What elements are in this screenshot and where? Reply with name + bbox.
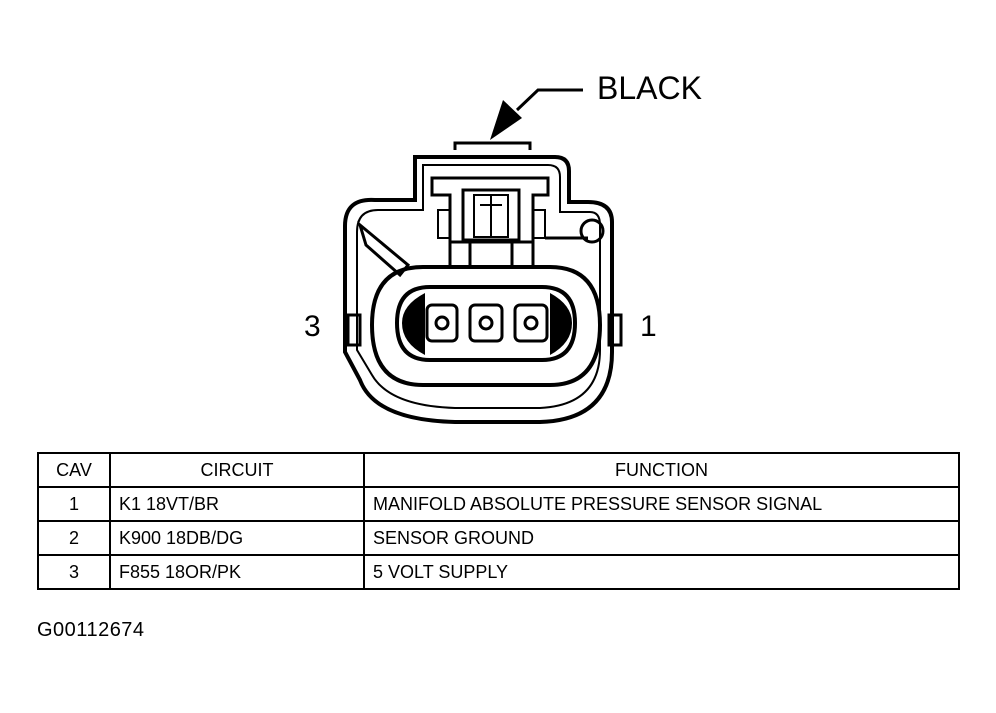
cell-circuit: F855 18OR/PK: [109, 554, 365, 590]
cavity-label-right: 1: [640, 310, 657, 343]
cell-circuit: K1 18VT/BR: [109, 486, 365, 522]
connector-color-label: BLACK: [597, 70, 702, 106]
table-row: 2 K900 18DB/DG SENSOR GROUND: [37, 520, 960, 556]
cell-function: 5 VOLT SUPPLY: [363, 554, 960, 590]
cell-cav: 3: [37, 554, 111, 590]
connector-body: [343, 141, 623, 424]
table-row: 1 K1 18VT/BR MANIFOLD ABSOLUTE PRESSURE …: [37, 486, 960, 522]
cavity-label-left: 3: [304, 310, 321, 343]
table-header-row: CAV CIRCUIT FUNCTION: [37, 452, 960, 488]
header-function: FUNCTION: [363, 452, 960, 488]
header-circuit: CIRCUIT: [109, 452, 365, 488]
pinout-table: CAV CIRCUIT FUNCTION 1 K1 18VT/BR MANIFO…: [37, 452, 960, 590]
cell-function: SENSOR GROUND: [363, 520, 960, 556]
cell-circuit: K900 18DB/DG: [109, 520, 365, 556]
cell-cav: 1: [37, 486, 111, 522]
cavity-shadow-left: [402, 293, 425, 355]
cell-function: MANIFOLD ABSOLUTE PRESSURE SENSOR SIGNAL: [363, 486, 960, 522]
terminal-pins: [425, 303, 549, 343]
figure-id: G00112674: [37, 619, 145, 641]
arrow-head: [490, 100, 522, 140]
cavity-shadow-right: [550, 293, 572, 355]
connector-diagram: BLACK: [304, 70, 702, 424]
header-cav: CAV: [37, 452, 111, 488]
color-leader-arrow: [515, 88, 583, 112]
cell-cav: 2: [37, 520, 111, 556]
table-row: 3 F855 18OR/PK 5 VOLT SUPPLY: [37, 554, 960, 590]
